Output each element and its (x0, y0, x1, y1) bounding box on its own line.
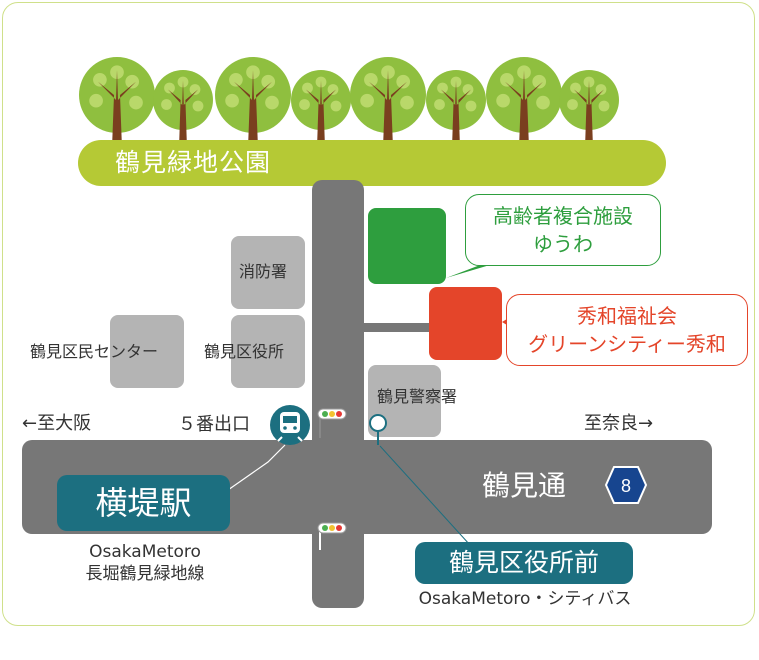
police-label: 鶴見警察署 (377, 387, 458, 406)
park-label: 鶴見緑地公園 (115, 148, 272, 177)
welfare-org-name: 秀和福祉会 (577, 304, 677, 328)
exit-label: ５番出口 (178, 414, 250, 435)
fire-station-building (231, 236, 305, 309)
elderly-facility-name: 高齢者複合施設 (493, 204, 633, 228)
traffic-light-icon (317, 522, 347, 550)
tree-icon (79, 57, 155, 148)
elderly-facility-nickname: ゆうわ (533, 232, 593, 256)
traffic-light-icon (317, 408, 347, 438)
ward-center-label: 鶴見区民センター (30, 342, 159, 361)
tree-icon (153, 70, 213, 148)
bus-stop-name: 鶴見区役所前 (415, 542, 633, 584)
welfare-facility-name: グリーンシティー秀和 (528, 332, 726, 356)
map-frame (2, 2, 755, 626)
subway-line: 長堀鶴見緑地線 (85, 564, 205, 584)
welfare-building (429, 287, 502, 360)
tree-icon (559, 70, 619, 148)
park-banner (78, 140, 666, 186)
tree-icon (215, 57, 291, 148)
tree-icon (291, 70, 351, 148)
exit-connector-line (227, 444, 286, 491)
elderly-facility-callout: 高齢者複合施設 ゆうわ (465, 194, 661, 266)
tree-icon (486, 57, 562, 148)
train-exit-icon (270, 405, 310, 445)
police-building (368, 365, 441, 437)
subway-operator: OsakaMetoro (89, 542, 201, 562)
tree-icon (426, 70, 486, 148)
welfare-callout: 秀和福祉会 グリーンシティー秀和 (506, 294, 748, 366)
bus-stop-connector-line (379, 445, 471, 546)
elderly-facility-building (368, 208, 446, 284)
bus-operator: OsakaMetoro・シティバス (418, 589, 632, 609)
elderly-callout-pointer (446, 262, 500, 278)
fire-station-label: 消防署 (239, 262, 288, 281)
route-marker-icon: 8 (604, 466, 648, 504)
ward-office-building (231, 315, 305, 388)
ward-office-label: 鶴見区役所 (204, 342, 285, 361)
subway-station-name: 横堤駅 (57, 475, 230, 531)
bus-stop-icon (369, 414, 387, 445)
ward-center-building (110, 315, 184, 388)
side-street (364, 323, 432, 332)
route-number: 8 (621, 476, 631, 496)
direction-west: ←至大阪 (22, 413, 92, 434)
tree-icon (350, 57, 426, 148)
direction-east: 至奈良→ (584, 413, 654, 434)
tree-row (79, 57, 619, 148)
road-name: 鶴見通 (482, 469, 567, 502)
